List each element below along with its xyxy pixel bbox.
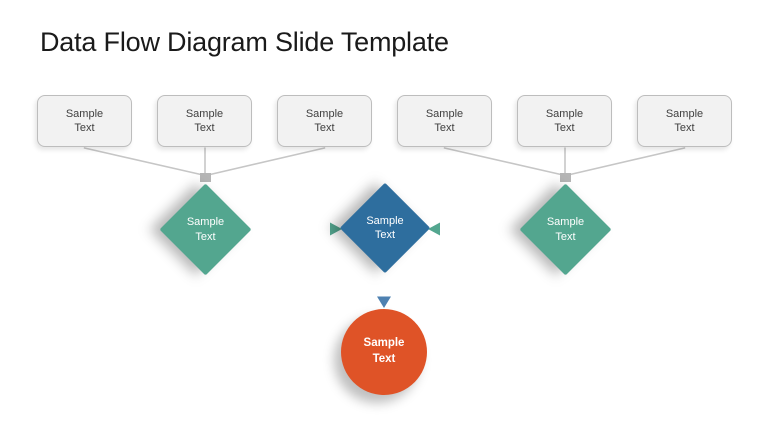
process-diamond-center-label: Sample Text: [366, 214, 404, 241]
process-diamond-right-label: Sample Text: [546, 216, 585, 243]
source-box-4: Sample Text: [397, 95, 492, 147]
source-box-2: Sample Text: [157, 95, 252, 147]
left-junction-arrowhead: [200, 173, 211, 182]
process-diamond-right: Sample Text: [519, 183, 612, 276]
arrowhead-left-to-center: [330, 222, 342, 236]
process-diamond-center: Sample Text: [339, 182, 431, 274]
connector-source1-to-left-diamond: [83, 147, 204, 176]
slide-title: Data Flow Diagram Slide Template: [40, 27, 449, 57]
source-box-3: Sample Text: [277, 95, 372, 147]
process-diamond-left-label: Sample Text: [186, 216, 225, 243]
arrowhead-right-to-center: [428, 222, 440, 236]
arrowhead-center-to-circle: [377, 296, 391, 308]
source-box-6: Sample Text: [637, 95, 732, 147]
process-diamond-left: Sample Text: [159, 183, 252, 276]
end-circle: Sample Text: [341, 309, 427, 395]
connector-source3-to-left-diamond: [207, 147, 326, 176]
connector-source6-to-right-diamond: [567, 147, 686, 176]
source-box-5: Sample Text: [517, 95, 612, 147]
source-box-1: Sample Text: [37, 95, 132, 147]
right-junction-arrowhead: [560, 173, 571, 182]
connector-source4-to-right-diamond: [443, 147, 564, 176]
